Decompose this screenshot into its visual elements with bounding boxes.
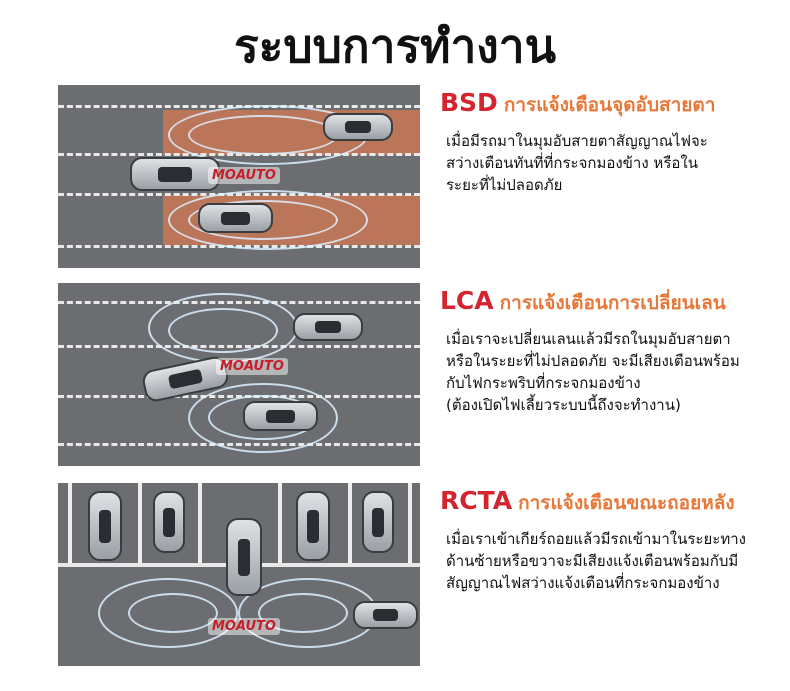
moauto-logo: MOAUTO bbox=[216, 358, 288, 375]
section-code: RCTA bbox=[440, 486, 513, 515]
desc-line: กับไฟกระพริบที่กระจกมองข้าง bbox=[446, 374, 641, 392]
car bbox=[293, 313, 363, 341]
rcta-illustration: MOAUTO bbox=[58, 483, 420, 666]
car bbox=[88, 491, 122, 561]
bsd-illustration: MOAUTO bbox=[58, 85, 420, 268]
desc-line: ระยะที่ไม่ปลอดภัย bbox=[446, 176, 563, 194]
car bbox=[323, 113, 393, 141]
page-title: ระบบการทำงาน bbox=[233, 19, 557, 73]
lca-illustration: MOAUTO bbox=[58, 283, 420, 466]
desc-line: สัญญาณไฟสว่างแจ้งเตือนที่กระจกมองข้าง bbox=[446, 574, 720, 592]
section-heading: การแจ้งเตือนจุดอับสายตา bbox=[503, 94, 716, 116]
moauto-logo: MOAUTO bbox=[208, 167, 280, 184]
section-heading: การแจ้งเตือนขณะถอยหลัง bbox=[518, 492, 735, 514]
car bbox=[226, 518, 262, 596]
desc-line: ด้านซ้ายหรือขวาจะมีเสียงแจ้งเตือนพร้อมกั… bbox=[446, 552, 739, 570]
car bbox=[130, 157, 220, 191]
car bbox=[243, 401, 318, 431]
desc-line: หรือในระยะที่ไม่ปลอดภัย จะมีเสียงเตือนพร… bbox=[446, 352, 740, 370]
section-code: BSD bbox=[440, 88, 498, 117]
section-heading: การแจ้งเตือนการเปลี่ยนเลน bbox=[499, 292, 726, 314]
car bbox=[153, 491, 185, 553]
section-code: LCA bbox=[440, 286, 494, 315]
car bbox=[296, 491, 330, 561]
desc-line: เมื่อเราเข้าเกียร์ถอยแล้วมีรถเข้ามาในระย… bbox=[446, 530, 746, 548]
desc-line: (ต้องเปิดไฟเลี้ยวระบบนี้ถึงจะทำงาน) bbox=[446, 396, 681, 414]
moauto-logo: MOAUTO bbox=[208, 618, 280, 635]
desc-line: เมื่อมีรถมาในมุมอับสายตาสัญญาณไฟจะ bbox=[446, 132, 708, 150]
car bbox=[353, 601, 418, 629]
desc-line: สว่างเตือนทันที่ที่กระจกมองข้าง หรือใน bbox=[446, 154, 698, 172]
car bbox=[198, 203, 273, 233]
car bbox=[362, 491, 394, 553]
desc-line: เมื่อเราจะเปลี่ยนเลนแล้วมีรถในมุมอับสายต… bbox=[446, 330, 731, 348]
